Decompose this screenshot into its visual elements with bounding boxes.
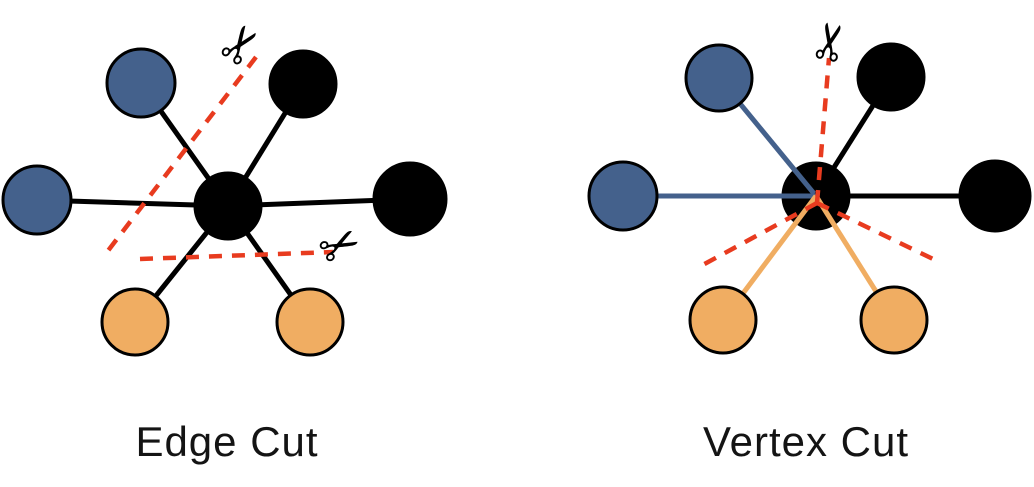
vertex-cut-node-bottom-right <box>859 285 929 355</box>
vertex-cut-node-top-right <box>856 42 926 112</box>
edge-cut-node-right <box>372 161 448 237</box>
edge-cut-node-bottom-left <box>100 287 170 357</box>
edge-cut-nodes-layer <box>1 47 448 357</box>
scissors-icon: ✂ <box>205 11 277 79</box>
edge-cut-cut-lines-layer <box>102 55 334 262</box>
edge-cut-cut-line-2 <box>139 249 334 262</box>
edge-cut-node-left <box>1 164 73 236</box>
vertex-cut-node-left <box>587 160 659 232</box>
edge-cut-label: Edge Cut <box>135 418 318 465</box>
edge-cut-center-node-layer <box>193 171 263 241</box>
vertex-cut-node-right <box>958 159 1032 233</box>
vertex-cut-cut-line-1 <box>814 57 832 204</box>
vertex-cut-label: Vertex Cut <box>703 418 909 465</box>
vertex-cut-scissors-layer: ✂ <box>798 15 863 68</box>
vertex-cut-edges-above-layer <box>623 75 995 322</box>
edge-cut-node-top-left <box>105 47 177 119</box>
scissors-icon: ✂ <box>309 212 371 280</box>
edge-cut-center-node <box>193 171 263 241</box>
vertex-cut-cut-lines-layer <box>697 57 934 269</box>
vertex-cut-node-top-left <box>684 43 754 113</box>
scissors-icon: ✂ <box>798 15 863 68</box>
edge-cut-cut-line-1 <box>102 55 258 258</box>
edge-cut-node-top-right <box>268 49 338 119</box>
vertex-cut-diagram: ✂ <box>587 15 1032 355</box>
vertex-cut-node-bottom-left <box>688 285 758 355</box>
edge-cut-node-bottom-right <box>275 287 345 357</box>
edge-cut-diagram: ✂✂ <box>1 11 448 357</box>
vertex-cut-nodes-layer <box>587 42 1032 355</box>
